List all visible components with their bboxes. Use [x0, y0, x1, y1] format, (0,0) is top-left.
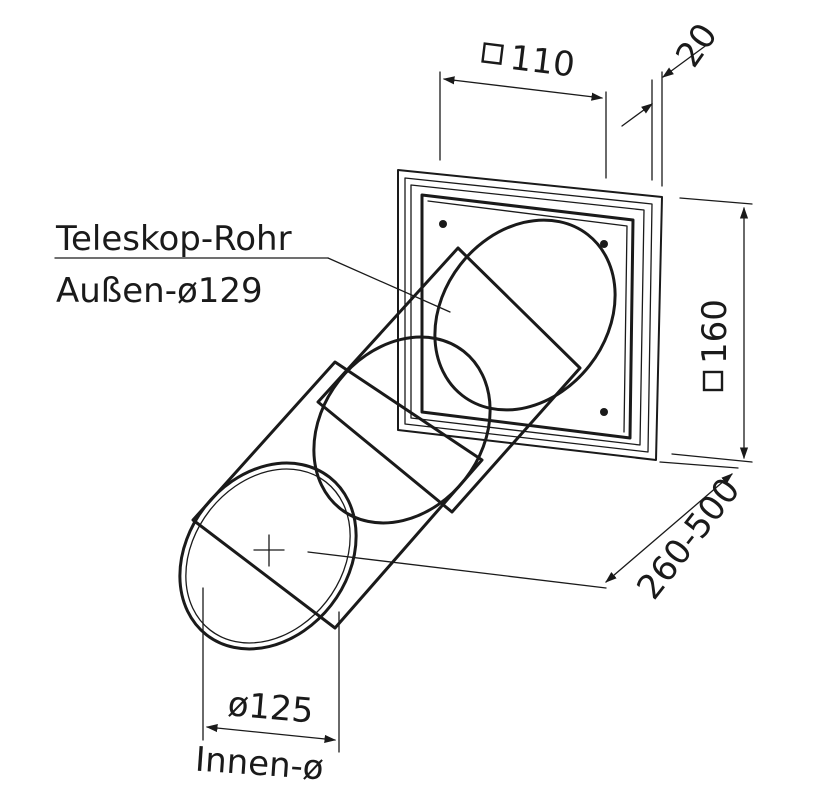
plate-cover	[420, 193, 635, 440]
screw-top-left	[439, 220, 447, 228]
inner-tube-front-rim	[185, 468, 351, 644]
plate-outer	[397, 169, 663, 461]
inner-tube-body	[191, 360, 484, 630]
inner-tube-front-end	[178, 461, 358, 651]
dim-line-20	[621, 103, 653, 127]
tube-callout: Teleskop-Rohr Außen-ø129	[54, 219, 451, 313]
plate-cover-edge	[427, 200, 628, 433]
dim-square-width: 110	[439, 38, 607, 179]
dim-line-110	[442, 76, 604, 101]
inner-diameter-label: ø125	[226, 684, 315, 731]
dim-line-length	[605, 473, 733, 583]
square-height-label: 160	[695, 299, 735, 364]
outer-tube-body	[316, 246, 582, 514]
wall-plate	[397, 169, 663, 461]
plate-inner-frame	[404, 177, 653, 453]
square-symbol-icon-2	[702, 370, 724, 392]
dim-square-height: 160	[671, 197, 753, 463]
ext-line-bottom	[671, 453, 753, 463]
tube-outer-label: Außen-ø129	[56, 271, 263, 311]
ext-line-plate	[659, 461, 739, 469]
screw-bottom-right	[600, 408, 608, 416]
screw-top-right	[600, 240, 608, 248]
dim-line-20-b	[662, 43, 709, 78]
thickness-label: 20	[668, 16, 726, 74]
square-width-label: 110	[508, 38, 577, 86]
dim-thickness: 20	[621, 16, 726, 187]
callout-leader	[327, 257, 451, 313]
dim-line-diameter	[205, 723, 337, 744]
outer-tube-back-end	[433, 218, 617, 412]
ext-line-tube	[307, 551, 607, 589]
inner-label: Innen-ø	[194, 740, 325, 789]
ext-line-top	[679, 197, 753, 205]
dim-inner-diameter: ø125 Innen-ø	[194, 587, 340, 789]
length-range-label: 260-500	[629, 471, 748, 608]
tube-step-ring	[312, 335, 492, 525]
square-symbol-icon	[481, 42, 504, 65]
telescopic-tube	[178, 218, 617, 651]
plate-outer-edge	[410, 184, 645, 446]
tube-name-label: Teleskop-Rohr	[55, 219, 292, 259]
